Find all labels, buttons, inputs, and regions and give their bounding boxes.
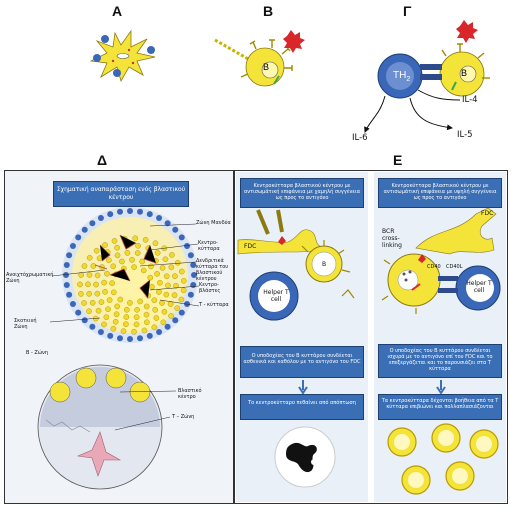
low-affinity-illustration xyxy=(237,209,355,321)
label-fdc: Δενδριτικά κύτταρα του βλαστικού κέντρου xyxy=(196,258,229,282)
panel-label-e: Ε xyxy=(393,152,403,168)
germinal-center-illustration xyxy=(62,207,198,343)
bcr-cross-linking-label: BCR cross-linking xyxy=(382,228,402,249)
b-cell-antigen-illustration xyxy=(214,30,305,87)
germinal-center-title: Σχηματική αναπαράσταση ενός βλαστικού κέ… xyxy=(53,181,189,207)
low-affinity-arrow xyxy=(298,380,308,395)
low-affinity-message: Ο υποδοχέας του Β κυττάρου συνδέεται ασθ… xyxy=(240,346,364,378)
high-affinity-fdc-label: FDC xyxy=(481,210,494,217)
cd40l-label: CD40L xyxy=(446,264,463,270)
il6-label: IL-6 xyxy=(352,133,368,143)
high-affinity-arrow xyxy=(436,380,446,395)
th2-b-cell-illustration xyxy=(364,20,490,133)
label-t-cells: T - κύτταρα xyxy=(199,302,229,308)
high-affinity-message: Ο υποδοχέας του Β κυττάρου συνδέεται ισχ… xyxy=(378,344,502,378)
label-t-zone: Τ – Ζώνη xyxy=(172,414,195,420)
low-affinity-fdc-label: FDC xyxy=(244,243,257,250)
label-centrocytes: Κεντρο-κύτταρα xyxy=(198,240,220,252)
panel-label-g: Γ xyxy=(403,3,412,19)
selection-panel xyxy=(234,170,508,504)
high-affinity-helper-label: Helper T cell xyxy=(466,280,492,294)
low-affinity-b-label: B xyxy=(322,261,327,268)
panel-label-d: Δ xyxy=(97,152,108,168)
label-centroblasts: Κεντρο-βλάστες xyxy=(199,282,221,294)
b-cell-label-g: B xyxy=(461,68,468,78)
th2-label: TH2 xyxy=(393,70,411,83)
label-dark-zone: Σκοτεινή Ζώνη xyxy=(14,318,37,330)
apoptotic-cell-illustration xyxy=(274,426,336,488)
panel-label-a: Α xyxy=(112,3,123,19)
cd40-label: CD40 xyxy=(427,264,441,270)
t-zone-illustration xyxy=(37,364,163,490)
label-b-zone: B - Ζώνη xyxy=(26,350,48,356)
proliferating-cells-illustration xyxy=(387,423,499,495)
high-affinity-result: Τα κεντροκύτταρα δέχονται βοήθεια από τα… xyxy=(378,394,502,420)
high-affinity-illustration xyxy=(381,207,501,314)
panel-label-b: Β xyxy=(263,3,274,19)
b-cell-label-b: B xyxy=(263,62,270,72)
dendritic-cell-illustration xyxy=(89,29,156,83)
label-light-zone: Ανοιχτόχρωματική Ζώνη xyxy=(6,272,54,284)
low-affinity-result: Το κεντροκύτταρο πεθαίνει από απόπτωση xyxy=(240,394,364,420)
high-affinity-header: Κεντροκύτταρα βλαστικού κέντρου με αντισ… xyxy=(378,178,502,208)
low-affinity-header: Κεντροκύτταρα βλαστικού κέντρου με αντισ… xyxy=(240,178,364,208)
il4-label: IL-4 xyxy=(462,95,478,105)
il5-label: IL-5 xyxy=(457,130,473,140)
label-mantle-zone: Ζώνη Μανδύα xyxy=(196,220,231,226)
low-affinity-helper-label: Helper T cell xyxy=(263,289,289,303)
label-germinal-center: Βλαστικό κέντρο xyxy=(178,388,202,400)
